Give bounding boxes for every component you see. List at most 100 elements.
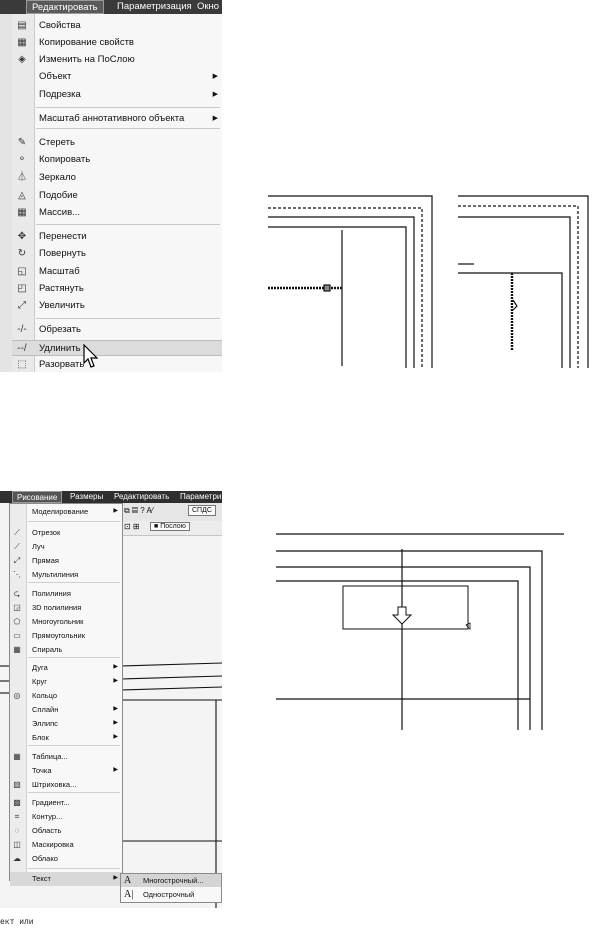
menu-separator xyxy=(28,792,120,793)
menu-modify[interactable]: Редактировать xyxy=(114,492,170,501)
draw-dropdown xyxy=(9,503,123,881)
menu-item[interactable]: ▦Копирование свойств xyxy=(12,35,222,51)
menu-item[interactable]: Подрезка▶ xyxy=(12,87,222,103)
menu-item[interactable]: ◱Масштаб xyxy=(12,264,222,280)
submenu-item[interactable]: A|Однострочный xyxy=(121,888,221,901)
menu-item[interactable]: ⌗Контур... xyxy=(10,810,122,824)
menu-item[interactable]: ◎Кольцо xyxy=(10,689,122,703)
hatch-icon: ▧ xyxy=(13,780,21,789)
menu-item-label: Текст xyxy=(32,874,51,883)
menu-item[interactable]: ▧Штриховка... xyxy=(10,778,122,792)
layer-tools[interactable]: ⊡ ⊞ xyxy=(124,522,140,531)
menu-item[interactable]: ◈Изменить на ПоСлою xyxy=(12,52,222,68)
menu-item[interactable]: ▩Градиент... xyxy=(10,796,122,810)
menu-item[interactable]: ⋱Мультилиния xyxy=(10,568,122,582)
menu-separator xyxy=(28,868,120,869)
menu-item[interactable]: ⮎Полилиния xyxy=(10,587,122,601)
menu-parametric[interactable]: Параметри xyxy=(180,492,222,501)
command-line: ект или xyxy=(0,918,34,927)
menu-item[interactable]: ☁Облако xyxy=(10,852,122,866)
menu-item[interactable]: Масштаб аннотативного объекта▶ xyxy=(12,111,222,127)
properties-icon: ▤ xyxy=(17,20,27,31)
menu-item-label: Круг xyxy=(32,677,47,686)
submenu-item-label: Многострочный... xyxy=(143,876,204,885)
toolbar-icons[interactable]: ⧉ ▤ ? A⁄ xyxy=(124,506,154,515)
multiline-icon: ⋱ xyxy=(13,570,21,579)
change-bylayer-icon: ◈ xyxy=(18,54,26,65)
menu-parametric[interactable]: Параметризация xyxy=(117,1,192,12)
gradient-icon: ▩ xyxy=(13,798,21,807)
background-drawing-left xyxy=(0,665,10,694)
menu-item-label: Массив... xyxy=(39,207,81,218)
helix-icon: ▦ xyxy=(13,645,21,654)
revcloud-icon: ☁ xyxy=(13,854,21,863)
menu-edit[interactable]: Редактировать xyxy=(26,0,104,14)
menu-item[interactable]: ◰Растянуть xyxy=(12,281,222,297)
menu-item[interactable]: Эллипс▶ xyxy=(10,717,122,731)
menu-item[interactable]: ⬚Разорвать xyxy=(12,357,222,372)
menu-item[interactable]: ▦ Массив... xyxy=(12,205,222,221)
array-icon: ▦ xyxy=(17,207,27,218)
match-properties-icon: ▦ xyxy=(17,37,27,48)
menu-item-label: Эллипс xyxy=(32,719,58,728)
menu-item[interactable]: Сплайн▶ xyxy=(10,703,122,717)
menu-item[interactable]: ⏃Зеркало xyxy=(12,170,222,186)
menu-item[interactable]: ⚬Копировать xyxy=(12,152,222,168)
menu-item[interactable]: --/ Удлинить xyxy=(12,340,222,356)
submenu-arrow-icon: ▶ xyxy=(113,678,118,684)
menu-draw[interactable]: Рисование xyxy=(12,491,63,503)
menu-window[interactable]: Окно xyxy=(197,1,220,12)
menu-dimensions[interactable]: Размеры xyxy=(70,492,104,501)
extend-icon: --/ xyxy=(17,343,27,354)
submenu-arrow-icon: ▶ xyxy=(113,767,118,773)
menu-item[interactable]: ✎Стереть xyxy=(12,135,222,151)
menu-item[interactable]: ↻ Повернуть xyxy=(12,246,222,262)
edit-menu-screenshot: Редактировать Параметризация Окно ▤Свойс… xyxy=(0,0,222,372)
menu-item[interactable]: Точка▶ xyxy=(10,764,122,778)
menu-item[interactable]: ▦Спираль xyxy=(10,643,122,657)
menu-item[interactable]: ✥Перенести xyxy=(12,229,222,245)
menu-item[interactable]: ◲ 3D полилиния xyxy=(10,601,122,615)
menu-item[interactable]: ⟋Луч xyxy=(10,540,122,554)
menu-item[interactable]: ▭Прямоугольник xyxy=(10,629,122,643)
menu-item[interactable]: Дуга▶ xyxy=(10,661,122,675)
menu-separator xyxy=(36,107,220,108)
menu-separator xyxy=(28,745,120,746)
extend-drawing-example xyxy=(268,195,589,368)
menu-item[interactable]: Моделирование▶ xyxy=(10,505,122,519)
menu-item[interactable]: ⤢Увеличить xyxy=(12,298,222,314)
lengthen-icon: ⤢ xyxy=(18,300,26,311)
text-style-select[interactable]: СПДС xyxy=(188,505,216,516)
menu-item-label: Область xyxy=(32,826,62,835)
table-icon: ▦ xyxy=(13,752,21,761)
menu-bar: Рисование Размеры Редактировать Параметр… xyxy=(0,491,222,503)
construction-line-icon: ⤢ xyxy=(13,556,21,565)
menu-item[interactable]: ◫Маскировка xyxy=(10,838,122,852)
menu-item[interactable]: Блок▶ xyxy=(10,731,122,745)
menu-item-label: Объект xyxy=(39,71,72,82)
menu-item-label: Прямая xyxy=(32,556,59,565)
menu-item[interactable]: ◬Подобие xyxy=(12,188,222,204)
menu-item[interactable]: ▦Таблица... xyxy=(10,750,122,764)
menu-item[interactable]: -/-Обрезать xyxy=(12,322,222,338)
menu-item-label: 3D полилиния xyxy=(32,603,82,612)
menu-item-label: Сплайн xyxy=(32,705,59,714)
rotate-icon: ↻ xyxy=(17,248,27,259)
mouse-cursor-icon xyxy=(83,344,99,368)
menu-item-label: Удлинить xyxy=(39,343,81,354)
menu-item[interactable]: Объект▶ xyxy=(12,69,222,85)
menu-item-label: Подобие xyxy=(39,190,78,201)
3d-polyline-icon: ◲ xyxy=(13,603,21,612)
menu-item-label: Повернуть xyxy=(39,248,86,259)
menu-item[interactable]: ⬠Многоугольник xyxy=(10,615,122,629)
menu-item[interactable]: ⟋Отрезок xyxy=(10,526,122,540)
menu-item[interactable]: Текст▶ xyxy=(10,872,122,886)
menu-item[interactable]: ▤Свойства xyxy=(12,18,222,34)
region-icon: ◌ xyxy=(14,826,20,835)
menu-item[interactable]: ⤢ Прямая xyxy=(10,554,122,568)
layer-select[interactable]: ■ Послою xyxy=(150,522,190,531)
menu-item[interactable]: ◌ Область xyxy=(10,824,122,838)
menu-item-label: Масштаб аннотативного объекта xyxy=(39,113,185,124)
menu-item[interactable]: Круг ▶ xyxy=(10,675,122,689)
